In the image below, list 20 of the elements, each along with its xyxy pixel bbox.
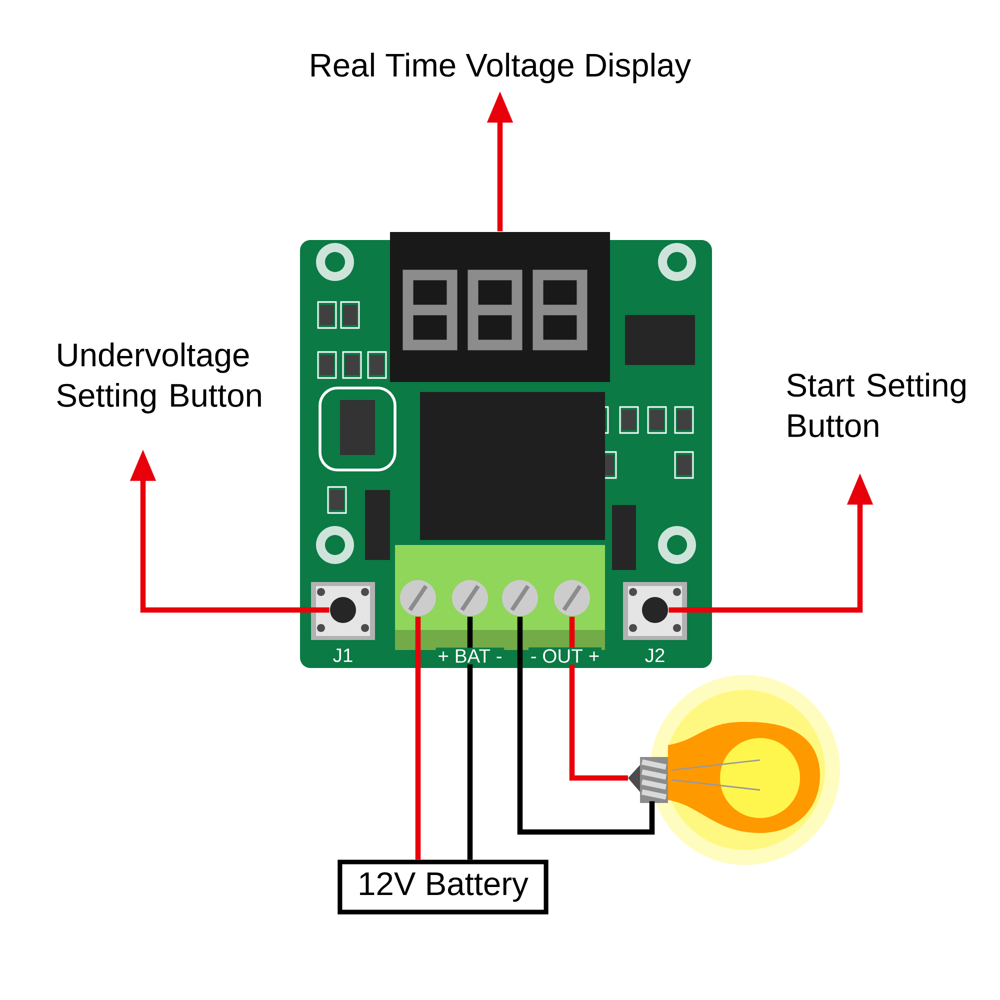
callout-text: Start Setting Button: [787, 372, 966, 438]
wire: [517, 616, 655, 835]
wire: [415, 616, 421, 860]
terminal-screw: [400, 580, 436, 616]
label-box: 12V Battery: [338, 860, 548, 914]
push-button: [623, 582, 687, 640]
silkscreen-label: + BAT -: [438, 649, 502, 663]
callout-text: Real Time Voltage Display: [312, 52, 691, 84]
silkscreen-label: - OUT +: [531, 649, 599, 663]
wire: [467, 616, 473, 860]
terminal-screw: [452, 580, 488, 616]
seven-segment-display: [390, 232, 610, 382]
callout-text: Undervoltage Setting Button: [57, 342, 261, 414]
push-button: [311, 582, 375, 640]
silkscreen-label: J1: [333, 648, 352, 662]
terminal-screw: [554, 580, 590, 616]
silkscreen-label: J2: [645, 648, 664, 662]
terminal-screw: [502, 580, 538, 616]
wire: [569, 616, 628, 781]
light-bulb-drawing: [628, 675, 840, 866]
